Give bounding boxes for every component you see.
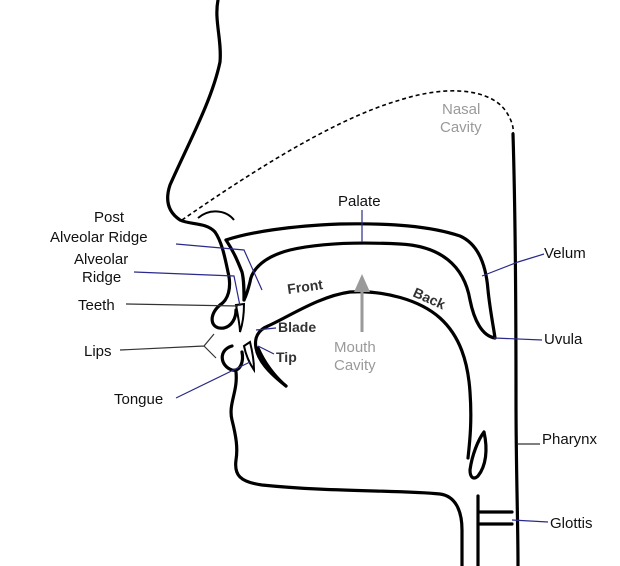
leader-glottis xyxy=(511,519,549,523)
nostril xyxy=(197,210,235,221)
label-tip: Tip xyxy=(276,349,297,365)
alveolar-ridge xyxy=(224,238,246,302)
face-profile-upper xyxy=(166,0,232,307)
upper-lip xyxy=(210,303,238,330)
chin-jaw xyxy=(229,370,464,566)
lower-lip xyxy=(220,344,245,372)
label-uvula: Uvula xyxy=(544,331,583,348)
leader-velum xyxy=(481,253,545,277)
label-velum: Velum xyxy=(544,245,586,262)
label-teeth: Teeth xyxy=(78,297,115,314)
tongue-underside xyxy=(256,346,288,388)
label-mouth-1: Mouth xyxy=(334,339,376,356)
leader-blade xyxy=(255,327,277,331)
leader-post-alveolar xyxy=(175,243,263,291)
label-blade: Blade xyxy=(278,319,316,335)
label-lips: Lips xyxy=(84,343,112,360)
leader-teeth xyxy=(125,303,239,307)
leader-lips xyxy=(119,333,217,359)
leader-uvula xyxy=(493,337,543,341)
label-glottis: Glottis xyxy=(550,515,593,532)
epiglottis xyxy=(468,430,488,480)
lower-tooth xyxy=(242,340,256,374)
leader-tongue xyxy=(175,361,251,399)
label-pharynx: Pharynx xyxy=(542,431,598,448)
label-mouth-2: Cavity xyxy=(334,357,376,374)
label-palate: Palate xyxy=(338,193,381,210)
leader-tip xyxy=(257,345,275,355)
leader-alveolar xyxy=(133,271,241,307)
label-post-alveolar-2: Alveolar Ridge xyxy=(50,229,148,246)
palate-roof xyxy=(224,222,497,340)
label-post-alveolar-1: Post xyxy=(94,209,125,226)
label-alveolar-2: Ridge xyxy=(82,269,121,286)
label-nasal-2: Cavity xyxy=(440,119,482,136)
label-front: Front xyxy=(286,276,324,297)
label-tongue: Tongue xyxy=(114,391,163,408)
upper-tooth xyxy=(234,302,246,333)
label-nasal-1: Nasal xyxy=(442,101,480,118)
label-alveolar-1: Alveolar xyxy=(74,251,128,268)
mouth-cavity-arrow-head xyxy=(354,274,370,292)
pharynx-back-wall xyxy=(511,132,520,566)
